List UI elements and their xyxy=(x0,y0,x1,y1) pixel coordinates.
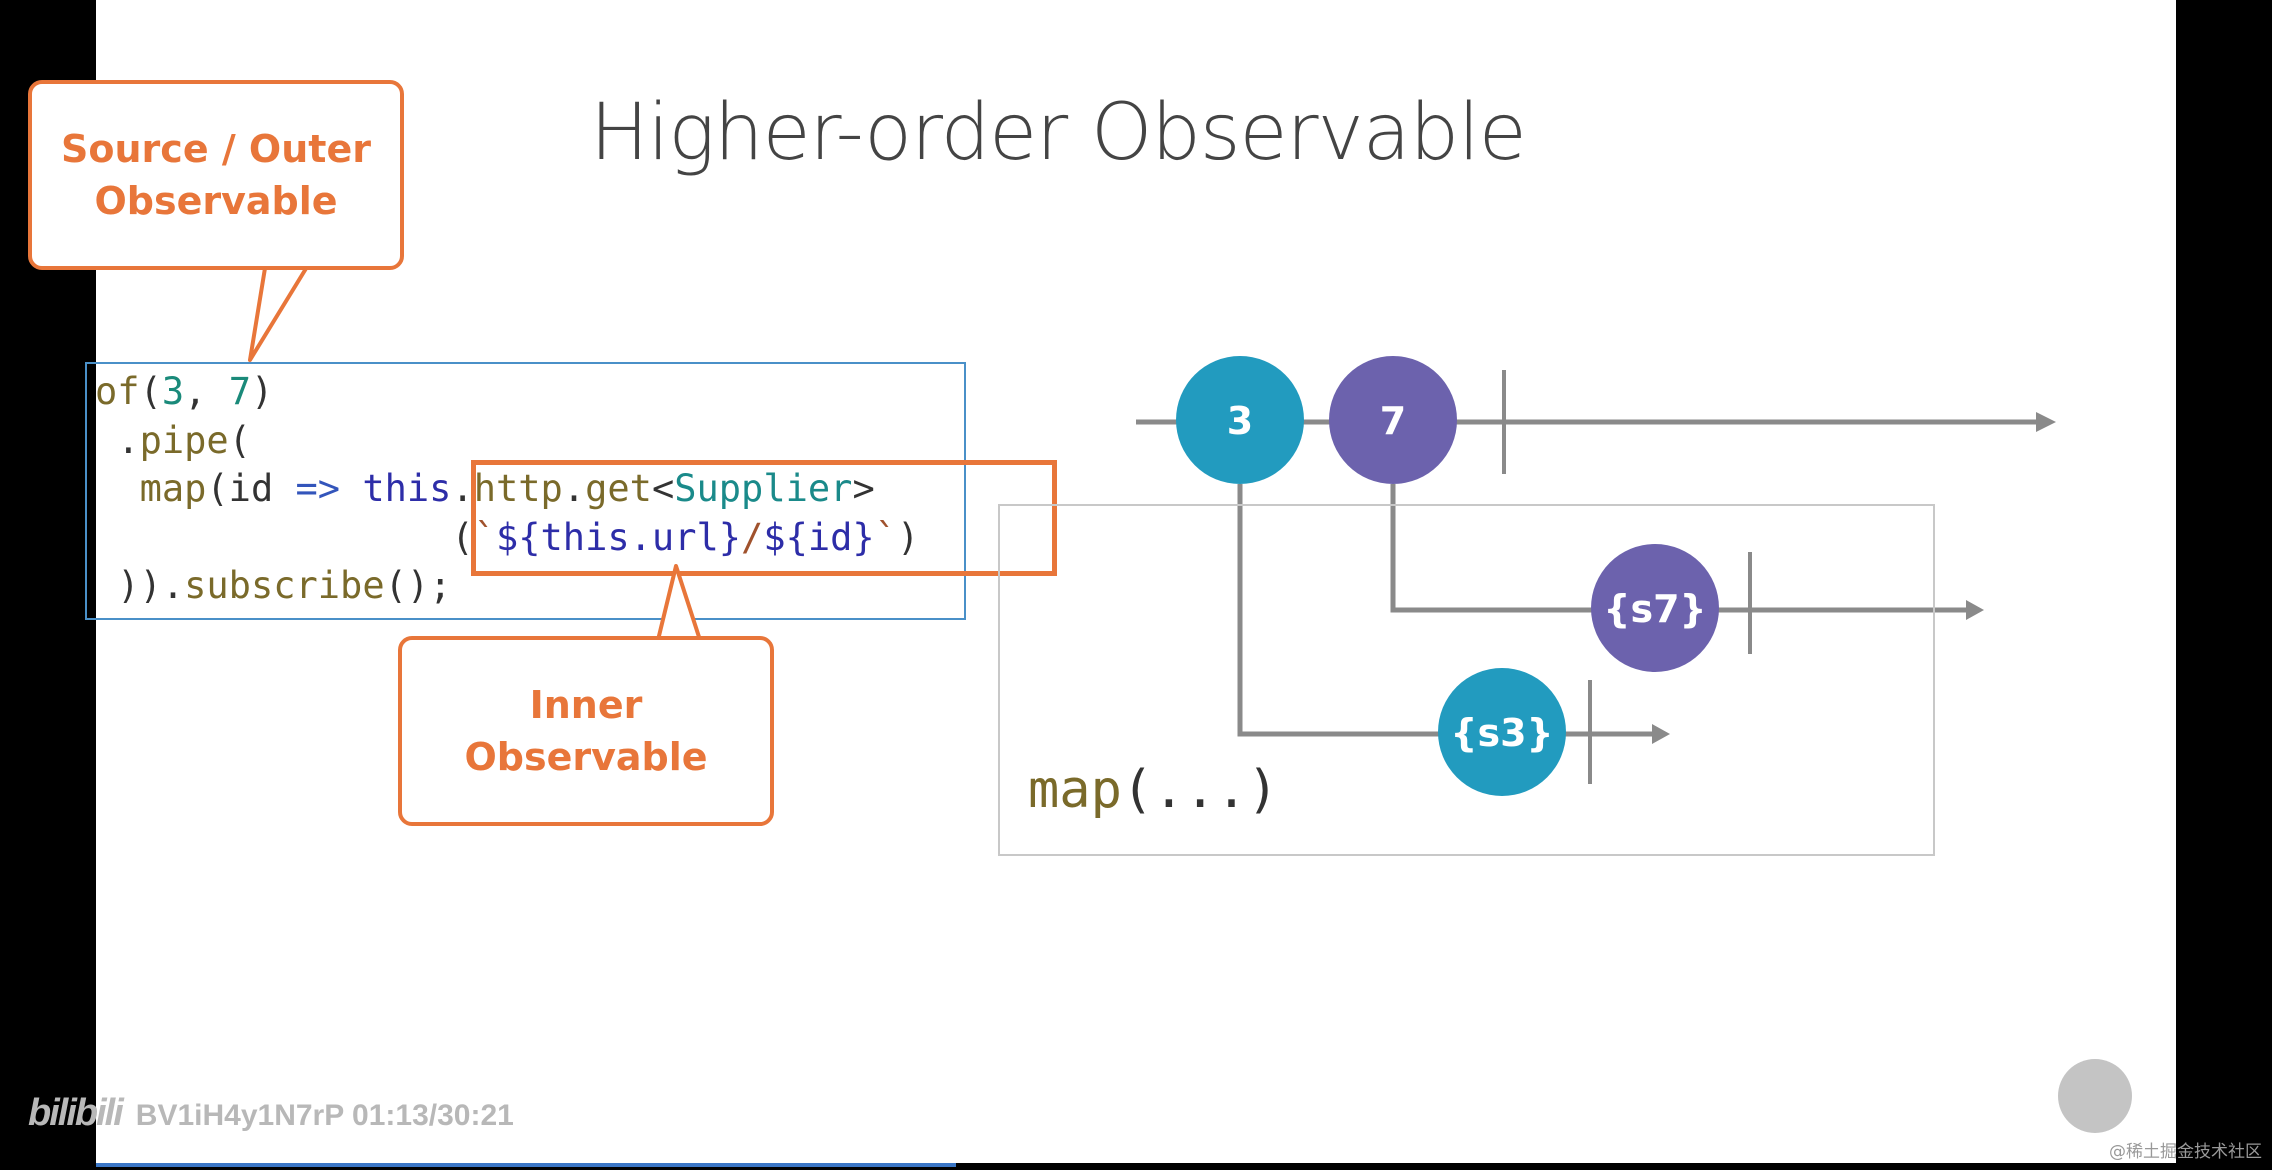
code-line-3: map(id => this.http.get<Supplier> xyxy=(139,467,875,510)
code-line-4: (`${this.url}/${id}`) xyxy=(451,515,920,559)
play-button[interactable] xyxy=(2058,1059,2132,1133)
svg-text:{s3}: {s3} xyxy=(1450,711,1553,755)
inner-timeline-s7-branch xyxy=(1390,484,1970,613)
slide-title: Higher-order Observable xyxy=(590,88,1527,178)
marble-s3: {s3} xyxy=(1438,668,1566,796)
corner-watermark: @稀土掘金技术社区 xyxy=(2109,1142,2262,1162)
inner-callout-tail xyxy=(656,564,702,642)
outer-callout-tail xyxy=(248,260,312,362)
code-box xyxy=(85,362,966,620)
marble-7: 7 xyxy=(1329,356,1457,484)
map-operator-box xyxy=(998,504,1935,856)
video-progress-bar[interactable] xyxy=(96,1163,956,1167)
marble-s7: {s7} xyxy=(1591,544,1719,672)
inner-observable-highlight xyxy=(471,460,1057,576)
outer-timeline-arrowhead xyxy=(2036,412,2056,432)
code-line-1: of(3, 7) xyxy=(95,370,274,413)
inner-observable-callout: Inner Observable xyxy=(398,636,774,826)
code-block: of(3, 7) .pipe( map(id => this.http.get<… xyxy=(95,368,919,611)
map-operator-label: map(...) xyxy=(1028,760,1279,820)
code-line-2: .pipe( xyxy=(95,418,251,462)
code-line-5: )).subscribe(); xyxy=(117,564,452,607)
inner-timeline-s7-arrowhead xyxy=(1966,600,1984,620)
slide xyxy=(96,0,2176,1163)
outer-observable-callout: Source / Outer Observable xyxy=(28,80,404,270)
inner-timeline-s3-arrowhead xyxy=(1652,724,1670,744)
svg-text:{s7}: {s7} xyxy=(1603,587,1706,631)
svg-text:7: 7 xyxy=(1380,399,1406,443)
svg-text:3: 3 xyxy=(1227,399,1253,443)
marble-3: 3 xyxy=(1176,356,1304,484)
bilibili-logo: bilibili xyxy=(28,1092,124,1134)
